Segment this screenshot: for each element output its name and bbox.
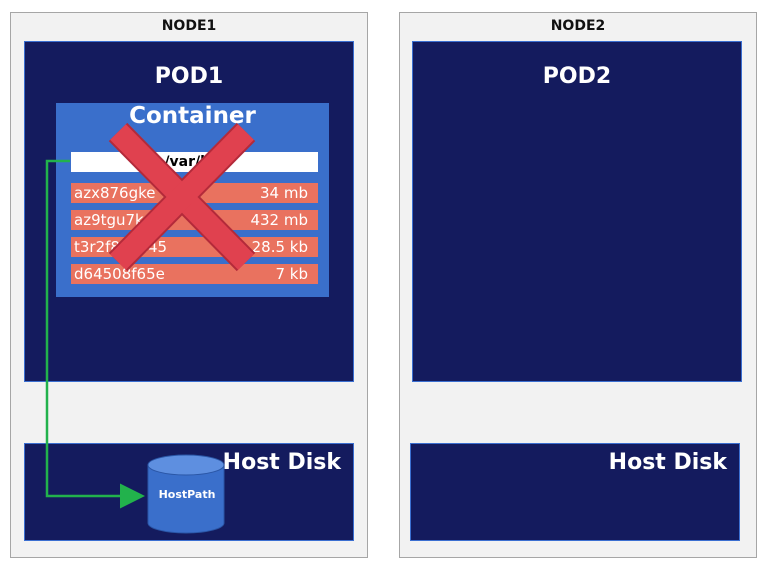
node-2-title: NODE2	[550, 18, 606, 34]
file-row: t3r2f8e5e45 28.5 kb	[71, 237, 318, 257]
log-path-label: /var/log	[71, 152, 318, 172]
file-row: az9tgu7kre 432 mb	[71, 210, 318, 230]
hostpath-label: HostPath	[158, 488, 216, 501]
node-1: NODE1 POD1 Container /var/log azx876gke …	[10, 12, 368, 558]
file-name: d64508f65e	[74, 265, 165, 283]
host-disk-2: Host Disk	[410, 443, 740, 541]
file-size: 7 kb	[275, 265, 308, 283]
file-name: t3r2f8e5e45	[74, 238, 168, 256]
pod-2: POD2	[412, 41, 742, 382]
file-size: 432 mb	[250, 211, 308, 229]
container-title: Container	[129, 103, 256, 129]
host-disk-2-title: Host Disk	[608, 450, 727, 475]
file-row: d64508f65e 7 kb	[71, 264, 318, 284]
node-1-title: NODE1	[161, 18, 217, 34]
file-size: 28.5 kb	[251, 238, 308, 256]
file-name: az9tgu7kre	[74, 211, 159, 229]
pod-2-title: POD2	[542, 64, 612, 89]
container-box: Container /var/log azx876gke 34 mb az9tg…	[56, 103, 329, 297]
host-disk-1-title: Host Disk	[222, 450, 341, 475]
pod-1: POD1 Container /var/log azx876gke 34 mb …	[24, 41, 354, 382]
file-name: azx876gke	[74, 184, 156, 202]
node-2: NODE2 POD2 Host Disk	[399, 12, 757, 558]
pod-1-title: POD1	[154, 64, 224, 89]
file-row: azx876gke 34 mb	[71, 183, 318, 203]
file-size: 34 mb	[260, 184, 308, 202]
